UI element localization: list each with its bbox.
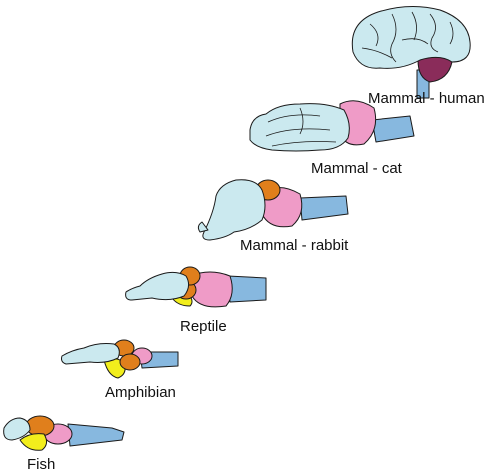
- reptile-brain: [125, 266, 267, 308]
- human-brain: [351, 6, 471, 99]
- reptile-cerebellum: [189, 271, 233, 308]
- cat-brainstem: [371, 115, 415, 143]
- rabbit-cerebrum: [202, 179, 266, 241]
- label-rabbit: Mammal - rabbit: [240, 237, 349, 254]
- label-amphibian: Amphibian: [105, 384, 176, 401]
- label-human: Mammal - human: [368, 90, 485, 107]
- amphibian-midbrain-2: [119, 353, 141, 371]
- reptile-brainstem: [227, 275, 267, 303]
- human-gyri: [361, 11, 454, 63]
- fish-brainstem: [67, 423, 125, 447]
- human-cerebellum: [417, 56, 453, 83]
- amphibian-cerebrum: [61, 343, 120, 365]
- cat-cerebrum: [249, 103, 350, 152]
- label-fish: Fish: [27, 456, 56, 473]
- fish-olfactory: [19, 433, 48, 451]
- rabbit-brain: [197, 179, 349, 241]
- label-cat: Mammal - cat: [311, 160, 402, 177]
- fish-midbrain: [25, 415, 55, 437]
- reptile-cerebrum: [125, 271, 190, 301]
- amphibian-brain: [61, 339, 179, 379]
- fish-cerebrum: [3, 417, 31, 441]
- fish-brain: [3, 415, 125, 451]
- rabbit-brainstem: [299, 195, 349, 221]
- cat-brain: [249, 100, 415, 152]
- cat-gyri: [265, 107, 337, 147]
- rabbit-olfactory: [197, 221, 209, 233]
- label-reptile: Reptile: [180, 318, 227, 335]
